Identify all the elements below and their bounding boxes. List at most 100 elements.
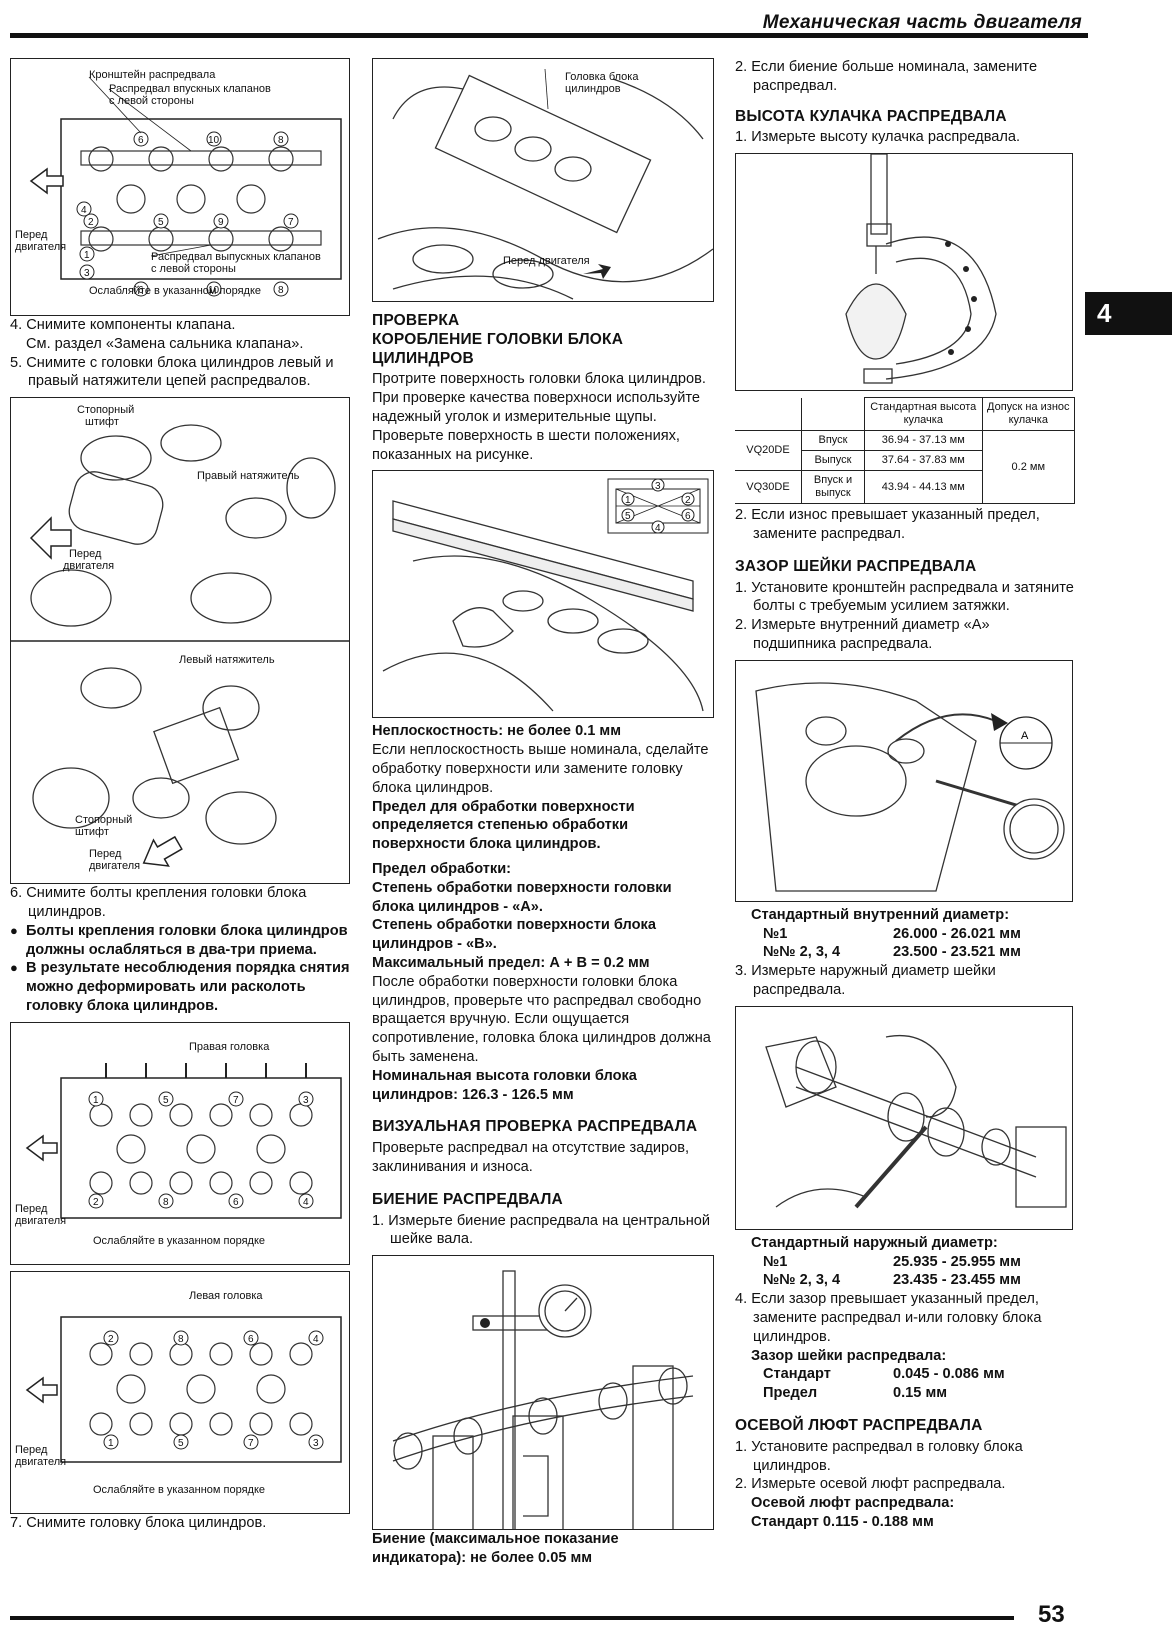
- dimension-a-label: A: [1021, 730, 1029, 742]
- bolt-number: 3: [313, 1438, 319, 1449]
- spec-value: 0.15 мм: [893, 1385, 948, 1402]
- micrometer-drawing: [845, 154, 997, 384]
- axial-step-2: 2. Измерьте осевой люфт распредвала.: [735, 1476, 1006, 1493]
- label-intake-cam: Распредвал впускных клапанов: [109, 83, 271, 95]
- figure-journal-outer-diameter: [735, 1005, 1073, 1230]
- bolt-number: 1: [84, 250, 90, 261]
- bore-gauge-drawing: A: [755, 682, 1065, 892]
- position-number: 1: [625, 495, 631, 506]
- label-front-2: двигателя: [89, 860, 141, 873]
- table-cell: VQ30DE: [735, 470, 802, 505]
- bolt-number: 7: [248, 1438, 254, 1449]
- bolt-number: 9: [218, 217, 224, 228]
- section-heading: ПРОВЕРКА: [372, 312, 460, 329]
- subsection-heading: ВИЗУАЛЬНАЯ ПРОВЕРКА РАСПРЕДВАЛА: [372, 1118, 698, 1136]
- figure-runout-check: [372, 1255, 714, 1531]
- spec-runout: Биение (максимальное показание индикатор…: [372, 1531, 619, 1566]
- position-number: 5: [625, 511, 631, 522]
- bolt-number: 3: [303, 1095, 309, 1106]
- subsection-heading: ВЫСОТА КУЛАЧКА РАСПРЕДВАЛА: [735, 107, 1007, 125]
- paragraph: Проверьте распредвал на отсутствие задир…: [372, 1140, 690, 1175]
- footer-rule: [10, 1616, 1014, 1620]
- figure-cam-height: [735, 153, 1073, 392]
- figure-bearing-inner-diameter: A: [735, 659, 1073, 902]
- subsection-heading: БИЕНИЕ РАСПРЕДВАЛА: [372, 1190, 563, 1208]
- label-stop-pin-2: штифт: [85, 416, 119, 429]
- figure-warp-check: 1 3 2 5 6 4: [372, 470, 714, 719]
- spec-key: №№ 2, 3, 4: [763, 944, 841, 961]
- spec-key: №1: [763, 1253, 788, 1270]
- position-number: 3: [655, 481, 661, 492]
- spec-heading: Стандартный наружный диаметр:: [751, 1234, 998, 1251]
- tensioners-drawing: [11, 424, 349, 868]
- spec-value: 26.000 - 26.021 мм: [893, 925, 1021, 942]
- label-exhaust-cam: Распредвал выпускных клапанов: [151, 251, 321, 263]
- bolt-number: 2: [93, 1197, 99, 1208]
- table-cell: 43.94 - 44.13 мм: [864, 470, 983, 505]
- spec-value: 0.045 - 0.086 мм: [893, 1366, 1005, 1383]
- table-header-cell: Стандартная высота кулачка: [864, 397, 983, 432]
- table-header-cell: [735, 397, 802, 432]
- runout-drawing: [392, 1270, 694, 1530]
- table-cell: 0.2 мм: [981, 430, 1076, 505]
- page-title: Механическая часть двигателя: [762, 12, 1082, 33]
- label-stop-pin: Стопорный: [75, 814, 133, 827]
- paragraph: Протрите поверхность головки блока цилин…: [372, 371, 706, 388]
- page-number: 53: [1038, 1601, 1065, 1628]
- spec-heading: Осевой люфт распредвала:: [751, 1495, 955, 1512]
- spec-key: №1: [763, 925, 788, 942]
- figure-chain-tensioners: Стопорный штифт Правый натяжитель Перед …: [10, 397, 350, 885]
- label-front-2: двигателя: [15, 1455, 67, 1468]
- spec-nominal-height: Номинальная высота головки блока цилиндр…: [372, 1067, 637, 1103]
- cam-step-1: 1. Измерьте высоту кулачка распредвала.: [735, 129, 1021, 146]
- label-right-tensioner: Правый натяжитель: [197, 470, 300, 483]
- bolt-number: 5: [178, 1438, 184, 1449]
- figure-cylinder-head-removal: Головка блока цилиндров Перед двигателя: [372, 58, 714, 302]
- label-stop-pin: Стопорный: [77, 404, 135, 417]
- table-header-cell: [801, 397, 865, 432]
- subsection-heading: ОСЕВОЙ ЛЮФТ РАСПРЕДВАЛА: [735, 1416, 983, 1434]
- spec-heading: Зазор шейки распредвала:: [751, 1347, 947, 1364]
- gap-step-3: 3. Измерьте наружный диаметр шейки распр…: [735, 963, 996, 998]
- spec-value: Стандарт 0.115 - 0.188 мм: [751, 1513, 934, 1530]
- runout-step-2: 2. Если биение больше номинала, замените…: [735, 59, 1038, 94]
- warning-bullet: Болты крепления головки блока цилиндров …: [10, 922, 350, 960]
- label-stop-pin-2: штифт: [75, 826, 109, 839]
- bolt-number: 3: [84, 268, 90, 279]
- bolt-number: 10: [208, 135, 220, 146]
- table-header-cell: Допуск на износ кулачка: [981, 397, 1076, 432]
- subsection-heading: ЗАЗОР ШЕЙКИ РАСПРЕДВАЛА: [735, 557, 977, 575]
- position-number: 6: [685, 511, 691, 522]
- step-4: 4. Снимите компоненты клапана.: [10, 317, 236, 333]
- bolt-number: 7: [288, 217, 294, 228]
- straightedge-drawing: 1 3 2 5 6 4: [382, 478, 709, 712]
- label-front: Перед: [89, 848, 122, 861]
- head-removal-drawing: [377, 68, 713, 300]
- step-4-ref: См. раздел «Замена сальника клапана».: [26, 335, 304, 352]
- bolt-number: 6: [248, 1334, 254, 1345]
- spec-value: 25.935 - 25.955 мм: [893, 1253, 1021, 1270]
- chapter-tab: 4: [1085, 292, 1172, 335]
- spec-value: 23.500 - 23.521 мм: [893, 944, 1021, 961]
- axial-spec: Осевой люфт распредвала: Стандарт 0.115 …: [735, 1494, 1075, 1532]
- limit-heading: Предел обработки:: [372, 860, 512, 877]
- label-right-head: Правая головка: [189, 1040, 270, 1053]
- right-head-drawing: 1 5 7 3 2 8 6 4: [25, 1062, 342, 1219]
- table-cell: 36.94 - 37.13 мм: [864, 430, 983, 452]
- bolt-number: 5: [163, 1095, 169, 1106]
- cam-step-2: 2. Если износ превышает указанный предел…: [735, 507, 1040, 542]
- bolt-number: 6: [138, 135, 144, 146]
- label-left-tensioner: Левый натяжитель: [179, 654, 275, 667]
- axial-step-1: 1. Установите распредвал в головку блока…: [735, 1438, 1023, 1474]
- label-front-2: двигателя: [63, 560, 115, 573]
- bolt-number: 6: [233, 1197, 239, 1208]
- figure-right-head-bolts: 1 5 7 3 2 8 6 4 Правая головка Перед дви…: [10, 1021, 350, 1265]
- label-front: Перед: [15, 1443, 48, 1456]
- bolt-number: 6: [138, 285, 144, 296]
- label-front: Перед: [15, 1202, 48, 1215]
- bolt-number: 4: [81, 205, 87, 216]
- position-number: 2: [685, 495, 691, 506]
- label-front: Перед двигателя: [503, 255, 590, 267]
- bolt-number: 4: [313, 1334, 319, 1345]
